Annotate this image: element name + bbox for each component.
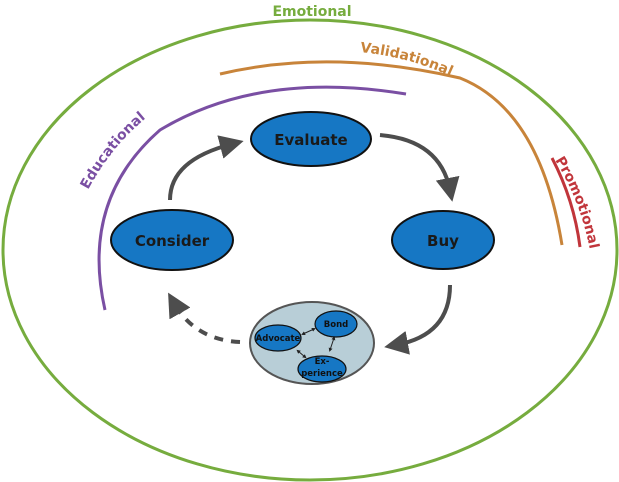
loop-node-advocate[interactable]: Advocate [254,324,302,352]
arrow-buy-to-loyalty [384,284,452,355]
stage-evaluate[interactable]: Evaluate [250,111,372,167]
stage-buy-label: Buy [427,232,459,250]
arrow-consider-to-evaluate [168,135,244,201]
stage-evaluate-label: Evaluate [274,131,347,149]
link-bond-experience [328,336,336,352]
loyalty-loop[interactable]: Advocate Bond Ex- perience [249,301,375,385]
loop-node-bond[interactable]: Bond [314,310,358,338]
stage-consider[interactable]: Consider [110,209,234,271]
stage-buy[interactable]: Buy [391,210,495,270]
experience-label-line1: Ex- [315,357,330,367]
arrow-evaluate-to-buy [379,133,460,202]
emotional-label: Emotional [272,4,351,20]
bond-label: Bond [324,320,348,330]
promotional-arc [550,157,582,248]
emotional-ring [1,18,619,482]
advocate-label: Advocate [256,334,301,344]
link-advocate-bond [301,328,316,335]
arrow-loyalty-to-consider-dashed [168,292,241,344]
stage-consider-label: Consider [135,232,210,250]
experience-label-line2: perience [301,369,343,379]
educational-arc [97,85,407,311]
validational-arc [219,60,564,246]
validational-label-path: Validational [360,40,456,80]
link-advocate-experience [296,349,307,359]
validational-label: Validational [360,40,456,80]
loop-node-experience[interactable]: Ex- perience [297,355,347,383]
